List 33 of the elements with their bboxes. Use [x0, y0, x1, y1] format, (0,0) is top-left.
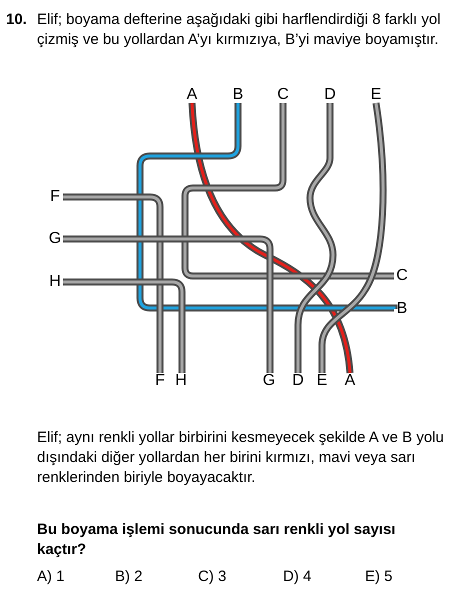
path-line [63, 280, 184, 373]
path-letter: F [152, 373, 168, 389]
answer-option: B) 2 [115, 567, 143, 587]
question-number: 10. [6, 10, 27, 30]
path-line [63, 196, 162, 373]
path-letter: B [394, 301, 410, 317]
instruction-text: Elif; aynı renkli yollar birbirini kesmeyecek şekilde A ve B yolu dışındaki diğer yollardan her birini kırmızı, mavi veya sarı renklerinden biriyle boyayacaktır. [37, 428, 445, 488]
path-letter: C [275, 87, 291, 103]
path-letter: E [314, 373, 330, 389]
path-letter: G [261, 373, 277, 389]
question-text: Elif; boyama defterine aşağıdaki gibi harflendirdiği 8 farklı yol çizmiş ve bu yollardan A’yı kırmızıya, B’yi maviye boyamıştır. [37, 10, 442, 50]
path-letter: D [322, 87, 338, 103]
path-letter: H [47, 274, 63, 290]
answer-option: E) 5 [365, 567, 393, 587]
path-letter: A [184, 87, 200, 103]
path-line [190, 102, 352, 374]
path-letter: E [368, 87, 384, 103]
path-letter: A [342, 373, 358, 389]
question-prompt: Bu boyama işlemi sonucunda sarı renkli yol sayısı kaçtır? [37, 520, 396, 560]
path-letter: H [173, 373, 189, 389]
answer-option: A) 1 [37, 567, 65, 587]
path-letter: D [290, 373, 306, 389]
path-letter: B [230, 87, 246, 103]
path-line [138, 103, 396, 310]
path-line [184, 103, 396, 278]
path-letter: C [394, 268, 410, 284]
answer-option: D) 4 [283, 567, 312, 587]
path-letter: F [47, 189, 63, 205]
path-line [296, 103, 334, 373]
answer-option: C) 3 [198, 567, 226, 587]
path-line [320, 102, 385, 373]
path-line [63, 238, 272, 373]
path-letter: G [47, 231, 63, 247]
